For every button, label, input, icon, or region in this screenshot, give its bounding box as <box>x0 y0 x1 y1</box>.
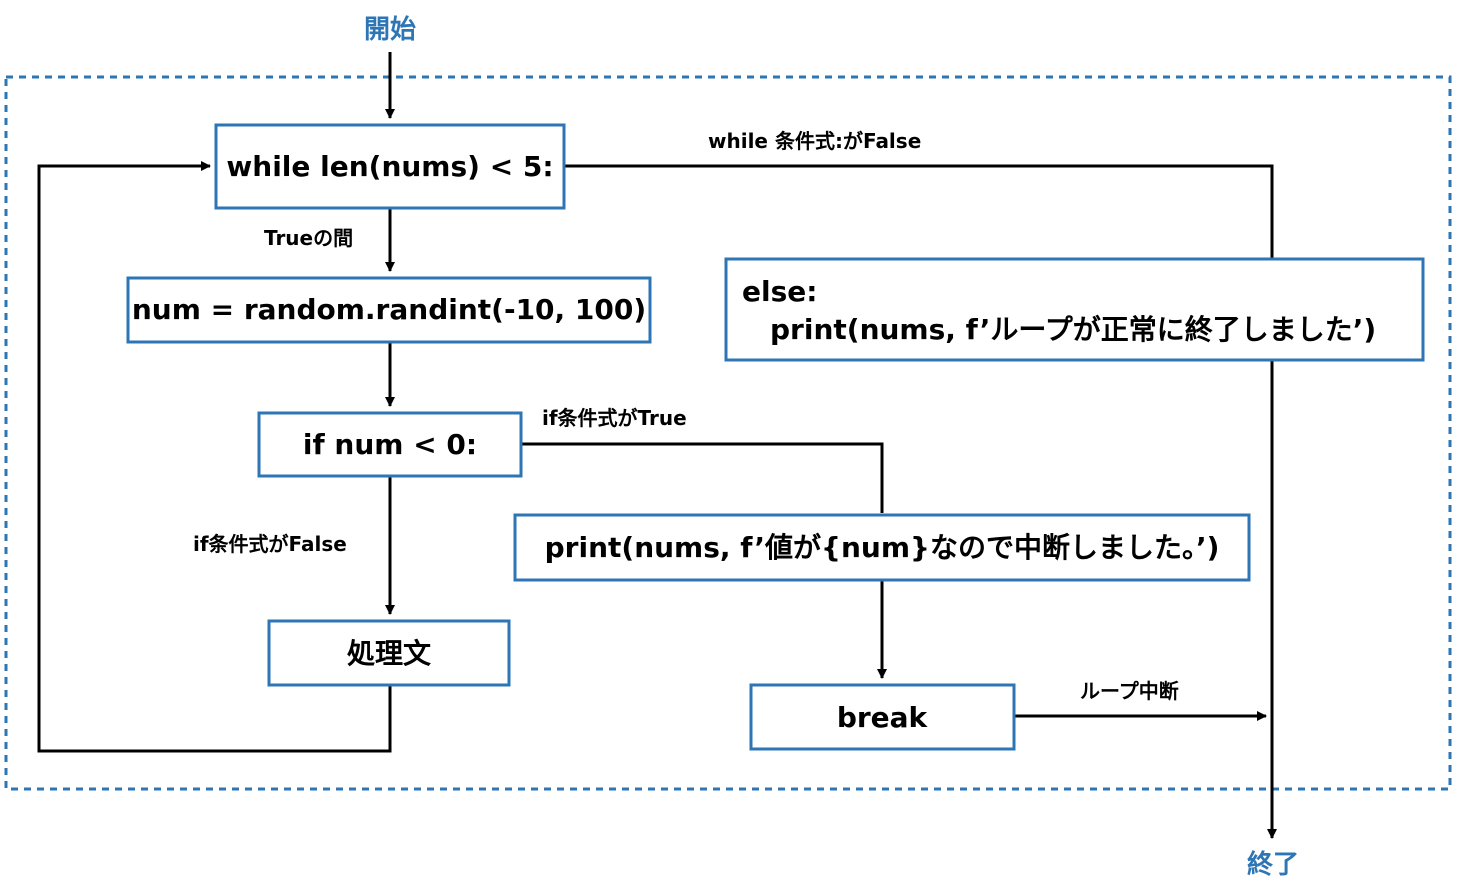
if-box <box>257 411 523 478</box>
while-box <box>214 123 566 210</box>
process-box-text: 処理文 <box>347 637 431 670</box>
if-true-label: if条件式がTrue <box>542 406 687 430</box>
assign-box-text: num = random.randint(-10, 100) <box>132 293 646 326</box>
while-false-line <box>564 164 1274 259</box>
else-keyword-text: else: <box>742 275 817 308</box>
print-break-box <box>513 513 1251 582</box>
end-terminal: 終了 <box>1247 849 1299 880</box>
process-box <box>267 619 511 687</box>
loop-back-arrow <box>37 161 392 753</box>
break-box-text: break <box>837 701 929 734</box>
while-true-label: Trueの間 <box>264 226 353 250</box>
print-break-box-text: print(nums, f’値が{num}なので中断しました。’) <box>545 531 1220 564</box>
while-false-label: while 条件式:がFalse <box>708 129 921 153</box>
break-box <box>749 683 1016 751</box>
if-false-label: if条件式がFalse <box>193 532 347 556</box>
assign-box <box>126 276 652 344</box>
loop-frame <box>4 75 1452 791</box>
while-box-text: while len(nums) < 5: <box>226 150 553 183</box>
else-box <box>724 257 1425 362</box>
loop-break-label: ループ中断 <box>1080 679 1179 703</box>
if-true-line <box>521 442 884 513</box>
start-terminal: 開始 <box>364 15 416 45</box>
else-print-text: print(nums, f’ループが正常に終了しました’) <box>770 313 1376 346</box>
if-box-text: if num < 0: <box>303 428 477 461</box>
